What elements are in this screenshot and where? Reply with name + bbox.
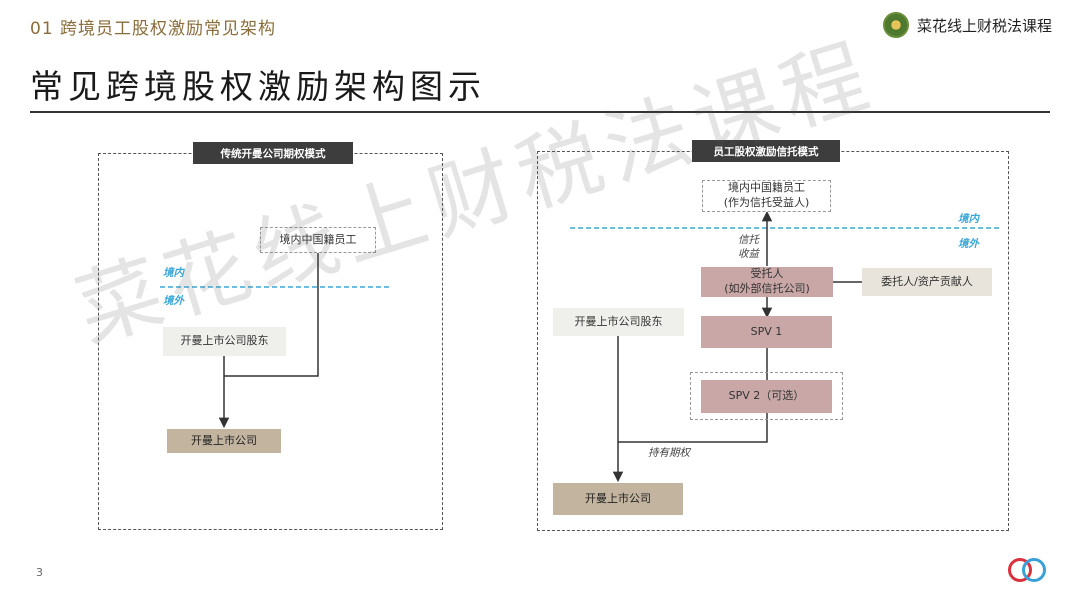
right-panel-tag: 员工股权激励信托模式 xyxy=(692,140,840,162)
page-title: 常见跨境股权激励架构图示 xyxy=(30,67,486,106)
settlor-box: 委托人/资产贡献人 xyxy=(862,268,992,296)
spv1-box: SPV 1 xyxy=(701,316,832,348)
brand-logo-icon xyxy=(882,12,909,38)
left-shareholder-box: 开曼上市公司股东 xyxy=(163,327,286,356)
right-zone-inside-label: 境内 xyxy=(958,213,979,225)
trust-benefit-label: 信托 收益 xyxy=(738,234,759,260)
trustee-box: 受托人 (如外部信托公司) xyxy=(701,267,833,297)
footer-logo-icon xyxy=(1008,558,1048,582)
left-company-box: 开曼上市公司 xyxy=(167,429,281,453)
right-company-box: 开曼上市公司 xyxy=(553,483,683,515)
right-shareholder-box: 开曼上市公司股东 xyxy=(553,308,684,336)
left-zone-outside-label: 境外 xyxy=(163,295,184,307)
left-domestic-employee-box: 境内中国籍员工 xyxy=(260,227,376,253)
footer-logo-blue-ring xyxy=(1022,558,1046,582)
spv2-optional-frame xyxy=(690,372,843,420)
left-panel-tag: 传统开曼公司期权模式 xyxy=(193,142,353,164)
page-number: 3 xyxy=(36,566,43,579)
right-zone-outside-label: 境外 xyxy=(958,238,979,250)
brand-name: 菜花线上财税法课程 xyxy=(916,16,1052,35)
section-label: 01 跨境员工股权激励常见架构 xyxy=(30,19,277,39)
title-divider xyxy=(30,111,1050,113)
hold-options-label: 持有期权 xyxy=(648,447,690,459)
left-zone-inside-label: 境内 xyxy=(163,267,184,279)
right-domestic-employee-box: 境内中国籍员工 (作为信托受益人) xyxy=(702,180,831,212)
brand: 菜花线上财税法课程 xyxy=(882,12,1052,38)
spv2-box: SPV 2（可选） xyxy=(701,380,832,413)
